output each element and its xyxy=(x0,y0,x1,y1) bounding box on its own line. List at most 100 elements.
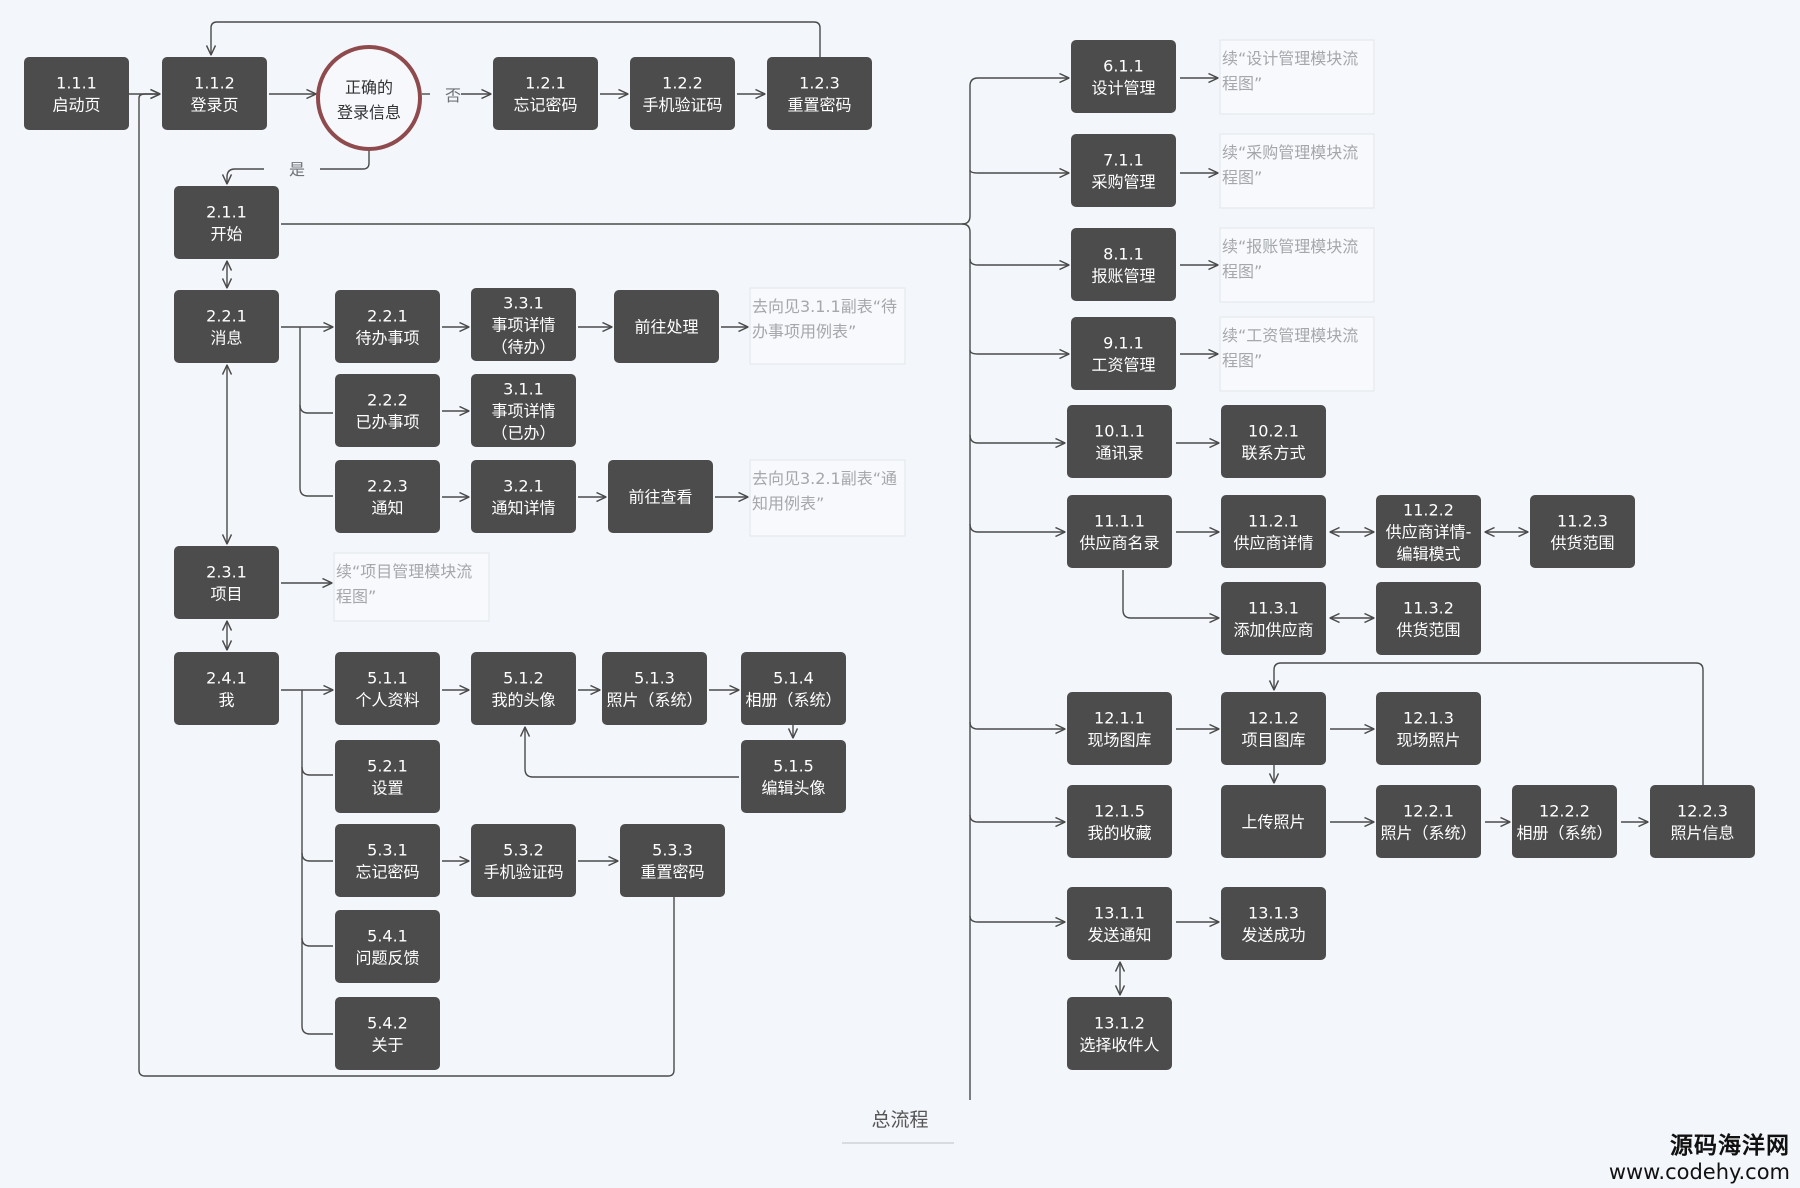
node-label: 2.2.2 xyxy=(367,391,408,410)
node-box xyxy=(335,997,440,1070)
node-label: 相册（系统） xyxy=(1516,824,1612,843)
connector-line xyxy=(299,327,333,414)
note-text: 去向见3.2.1副表“通 xyxy=(752,469,897,488)
node-label: 前往查看 xyxy=(628,488,692,507)
node-label: 5.1.5 xyxy=(773,757,814,776)
flow-node-n514: 5.1.4相册（系统） xyxy=(741,652,846,725)
note-text: 程图” xyxy=(1222,74,1262,93)
note-text: 续“项目管理模块流 xyxy=(336,562,472,581)
node-box xyxy=(471,288,576,361)
connector-lines xyxy=(129,21,1704,1100)
node-label: 供应商详情 xyxy=(1233,534,1313,553)
node-label: 供应商详情- xyxy=(1386,523,1472,542)
node-label: 项目 xyxy=(210,585,242,604)
node-label: 个人资料 xyxy=(355,691,419,710)
node-label: 通知详情 xyxy=(491,499,555,518)
node-box xyxy=(335,740,440,813)
node-box xyxy=(630,57,735,130)
node-box xyxy=(1067,405,1172,478)
note-box xyxy=(1219,39,1375,115)
node-label: 11.3.2 xyxy=(1403,599,1454,618)
node-box xyxy=(1067,495,1172,568)
node-box xyxy=(162,57,267,130)
node-label: 已办事项 xyxy=(355,413,419,432)
flow-node-n542: 5.4.2关于 xyxy=(335,997,440,1070)
connector-arrow xyxy=(969,434,1065,443)
node-label: 相册（系统） xyxy=(745,691,841,710)
caption-underline xyxy=(842,1142,954,1144)
node-box xyxy=(1071,40,1176,113)
flow-node-n1222: 12.2.2相册（系统） xyxy=(1512,785,1617,858)
node-label: 5.1.2 xyxy=(503,669,544,688)
node-box xyxy=(174,290,279,363)
node-box xyxy=(1067,887,1172,960)
connector-arrow xyxy=(1122,570,1219,618)
node-label: （待办） xyxy=(491,338,555,357)
node-label: 3.3.1 xyxy=(503,294,544,313)
node-label: 重置密码 xyxy=(787,96,851,115)
note-box xyxy=(1219,133,1375,209)
connector-arrow xyxy=(138,94,675,1077)
flow-node-n_go_handle: 前往处理 xyxy=(614,290,719,363)
node-box xyxy=(1376,692,1481,765)
node-label: 6.1.1 xyxy=(1103,57,1144,76)
node-label: 11.2.3 xyxy=(1557,512,1608,531)
node-label: 联系方式 xyxy=(1241,444,1305,463)
connector-line xyxy=(320,149,370,170)
decision-label: 正确的 xyxy=(345,78,393,97)
decision-label: 登录信息 xyxy=(337,103,401,122)
node-label: 10.1.1 xyxy=(1094,422,1145,441)
note-text: 程图” xyxy=(1222,351,1262,370)
node-label: 编辑模式 xyxy=(1396,545,1460,564)
node-box xyxy=(741,740,846,813)
note-box xyxy=(1219,227,1375,303)
node-label: 供货范围 xyxy=(1550,534,1614,553)
node-label: 现场图库 xyxy=(1087,731,1151,750)
node-label: 1.1.2 xyxy=(194,74,235,93)
flow-node-n223: 2.2.3通知 xyxy=(335,460,440,533)
node-label: 1.2.1 xyxy=(525,74,566,93)
node-label: 5.3.2 xyxy=(503,841,544,860)
node-label: 2.4.1 xyxy=(206,669,247,688)
node-box xyxy=(1376,582,1481,655)
connector-arrow xyxy=(969,350,1069,354)
node-label: 12.2.3 xyxy=(1677,802,1728,821)
node-label: 13.1.3 xyxy=(1248,904,1299,923)
node-box xyxy=(471,374,576,447)
node-label: 11.2.2 xyxy=(1403,501,1454,520)
node-label: 添加供应商 xyxy=(1233,621,1313,640)
node-label: 事项详情 xyxy=(491,316,555,335)
node-label: 12.1.1 xyxy=(1094,709,1145,728)
node-label: 报账管理 xyxy=(1091,267,1155,286)
node-box xyxy=(608,460,713,533)
flow-node-n1221: 12.2.1照片（系统） xyxy=(1376,785,1481,858)
node-box xyxy=(1221,582,1326,655)
node-label: 12.1.5 xyxy=(1094,802,1145,821)
node-box xyxy=(493,57,598,130)
node-box xyxy=(1530,495,1635,568)
flow-node-n513: 5.1.3照片（系统） xyxy=(602,652,707,725)
note-box xyxy=(749,287,906,365)
node-box xyxy=(1071,228,1176,301)
node-box xyxy=(471,824,576,897)
flow-node-n221: 2.2.1消息 xyxy=(174,290,279,363)
node-box xyxy=(1221,692,1326,765)
note-text: 续“采购管理模块流 xyxy=(1222,143,1358,162)
flow-node-n1211: 12.1.1 现场图库 xyxy=(1067,692,1172,765)
node-label: 1.2.3 xyxy=(799,74,840,93)
nodes-layer: 1.1.1启动页1.1.2登录页1.2.1忘记密码1.2.2手机验证码1.2.3… xyxy=(24,39,1755,1070)
